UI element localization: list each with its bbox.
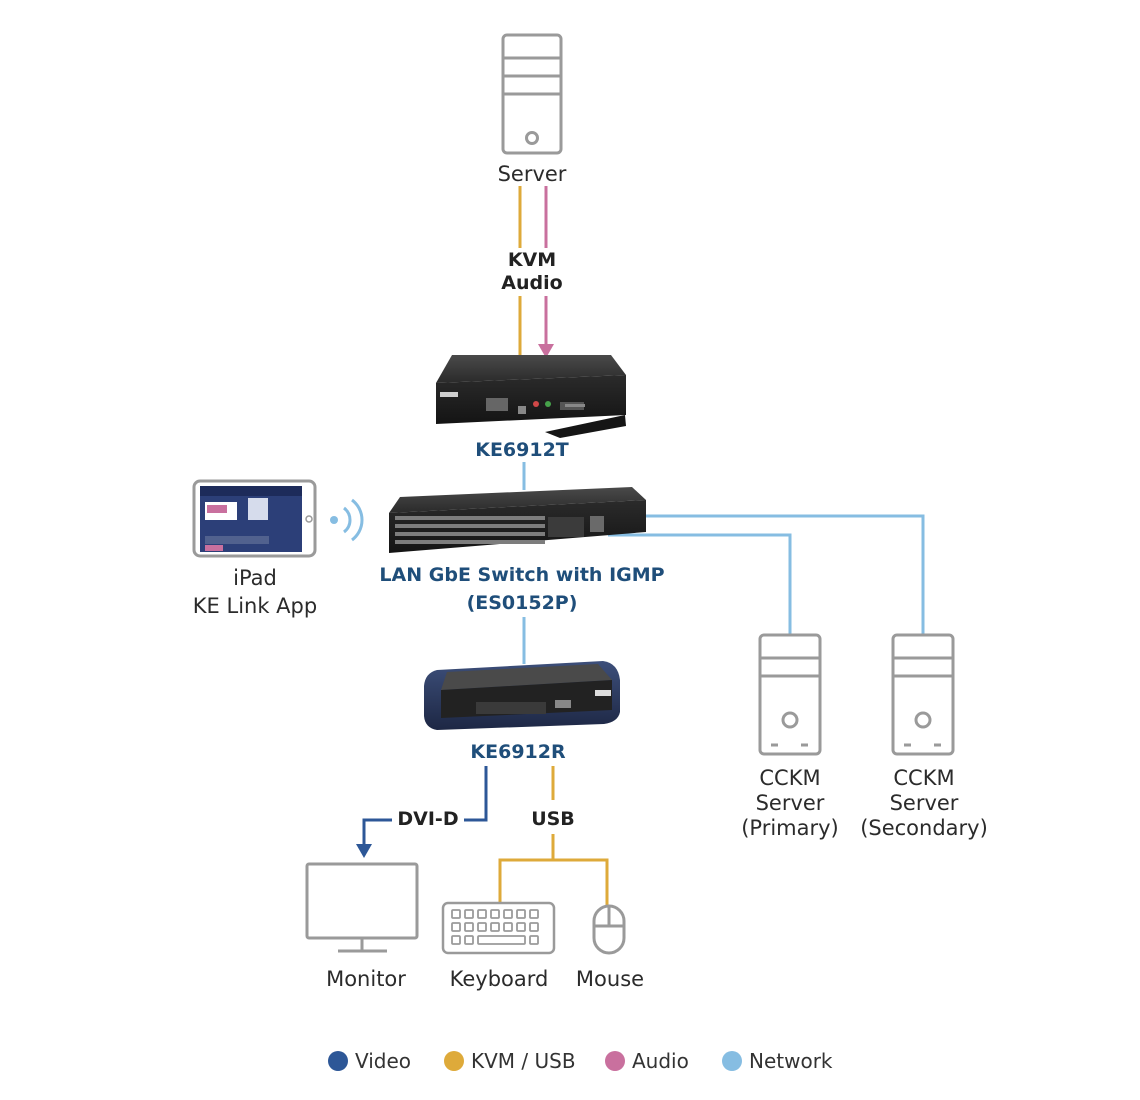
cckm-secondary-server-label: Server [889, 791, 959, 815]
legend-label: Video [355, 1049, 412, 1073]
audio-arrowhead [538, 344, 554, 358]
legend: Video KVM / USB Audio Network [0, 1047, 1140, 1077]
server-tower-icon [891, 633, 955, 756]
legend-item-audio: Audio [605, 1047, 689, 1075]
mouse-icon [592, 904, 626, 955]
cckm-secondary-role-label: (Secondary) [860, 816, 988, 840]
usb-cable [498, 766, 609, 906]
switch-model-label: (ES0152P) [466, 592, 578, 614]
ke6912r-label: KE6912R [470, 741, 566, 763]
legend-swatch [722, 1051, 742, 1071]
monitor-icon [305, 862, 419, 953]
legend-swatch [605, 1051, 625, 1071]
cckm-primary-role-label: (Primary) [741, 816, 839, 840]
mouse-label: Mouse [575, 967, 645, 991]
keyboard-label: Keyboard [449, 967, 549, 991]
server-label: Server [497, 162, 567, 186]
legend-swatch [444, 1051, 464, 1071]
receiver-device-icon [424, 661, 620, 730]
dvi-cable [362, 766, 488, 846]
legend-swatch [328, 1051, 348, 1071]
usb-label: USB [531, 808, 575, 830]
audio-label: Audio [501, 272, 563, 294]
cckm-primary-label: CCKM [759, 766, 821, 790]
ke6912t-label: KE6912T [475, 439, 569, 461]
kvm-label: KVM [507, 249, 557, 271]
cckm-primary-server-label: Server [755, 791, 825, 815]
legend-item-video: Video [328, 1047, 411, 1075]
legend-label: Network [749, 1049, 833, 1073]
legend-item-kvm-usb: KVM / USB [444, 1047, 576, 1075]
legend-label: KVM / USB [471, 1049, 576, 1073]
tablet-icon [192, 479, 317, 558]
dvi-arrowhead [356, 844, 372, 858]
keyboard-icon [441, 901, 556, 955]
server-tower-icon [501, 33, 563, 155]
legend-item-network: Network [722, 1047, 833, 1075]
dvi-d-label: DVI-D [397, 808, 459, 830]
transmitter-device-icon [436, 355, 626, 438]
network-cables [522, 462, 925, 664]
legend-label: Audio [632, 1049, 689, 1073]
server-tower-icon [758, 633, 822, 756]
cckm-secondary-label: CCKM [893, 766, 955, 790]
monitor-label: Monitor [326, 967, 406, 991]
ipad-label: iPad [233, 566, 277, 590]
network-switch-icon [389, 487, 646, 553]
ke-link-app-label: KE Link App [192, 594, 318, 618]
wireless-signal-icon [330, 498, 364, 542]
switch-label: LAN GbE Switch with IGMP [379, 564, 665, 586]
